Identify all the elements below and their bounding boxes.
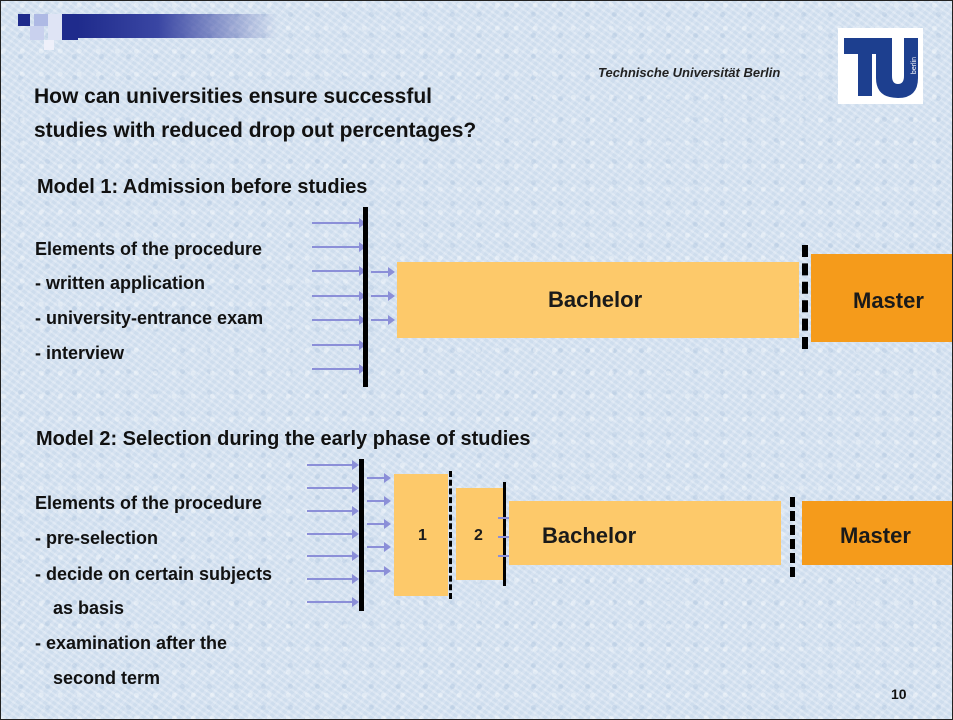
arrow (312, 291, 366, 301)
arrow (307, 597, 359, 607)
model2-stage2-box: 2 (456, 488, 503, 580)
model1-master-label: Master (853, 288, 924, 313)
model2-item: second term (53, 668, 161, 688)
model2-bachelor-label: Bachelor (542, 523, 637, 548)
model2-bachelor-box: Bachelor (509, 501, 781, 565)
arrow (307, 529, 359, 539)
model2-item: as basis (53, 598, 125, 618)
arrow (367, 496, 391, 506)
model1-admission-barrier (363, 207, 368, 387)
model1-heading: Model 1: Admission before studies (37, 176, 368, 198)
model2-master-box: Master (802, 501, 952, 565)
arrow (367, 473, 391, 483)
arrow (312, 242, 366, 252)
model1-master-box: Master (811, 254, 952, 342)
model2-entry-barrier (359, 459, 364, 611)
arrow (307, 483, 359, 493)
tu-logo-icon (844, 38, 918, 98)
model1-master-barrier (802, 245, 808, 349)
arrow (312, 218, 366, 228)
model2-item: - decide on certain subjects (35, 564, 273, 584)
slide-title-line-1: How can universities ensure successful (34, 85, 432, 108)
arrow (371, 315, 395, 325)
model2-stage1-barrier (449, 471, 452, 599)
model1-bachelor-label: Bachelor (548, 287, 643, 312)
slide-title-line-2: studies with reduced drop out percentage… (34, 119, 477, 142)
model2-master-label: Master (840, 523, 911, 548)
model2-stage1-box: 1 (394, 474, 448, 596)
model2-item: - pre-selection (35, 528, 159, 548)
model2-item: - examination after the (35, 633, 228, 653)
model1-item: - interview (35, 343, 125, 363)
model2-heading: Model 2: Selection during the early phas… (36, 428, 531, 450)
arrow (312, 315, 366, 325)
model1-bachelor-box: Bachelor (397, 262, 799, 338)
arrow (367, 566, 391, 576)
page-number: 10 (891, 686, 907, 702)
model2-master-barrier (790, 497, 795, 577)
arrow (371, 267, 395, 277)
arrow (367, 542, 391, 552)
model1-item: - written application (35, 273, 206, 293)
logo-text: berlin (911, 56, 919, 75)
arrow (307, 506, 359, 516)
model1-elements-heading: Elements of the procedure (35, 239, 263, 259)
university-name: Technische Universität Berlin (598, 65, 781, 80)
arrow (307, 551, 359, 561)
model1-item: - university-entrance exam (35, 308, 264, 328)
tu-berlin-logo: berlin (838, 28, 923, 104)
arrow (312, 340, 366, 350)
arrow (371, 291, 395, 301)
arrow (312, 266, 366, 276)
arrow (307, 574, 359, 584)
arrow (307, 460, 359, 470)
model2-stage2-label: 2 (474, 527, 483, 544)
model2-stage2-barrier (503, 482, 506, 586)
arrow (312, 364, 366, 374)
model2-stage1-label: 1 (418, 527, 427, 544)
model2-elements-heading: Elements of the procedure (35, 493, 263, 513)
arrow (367, 519, 391, 529)
